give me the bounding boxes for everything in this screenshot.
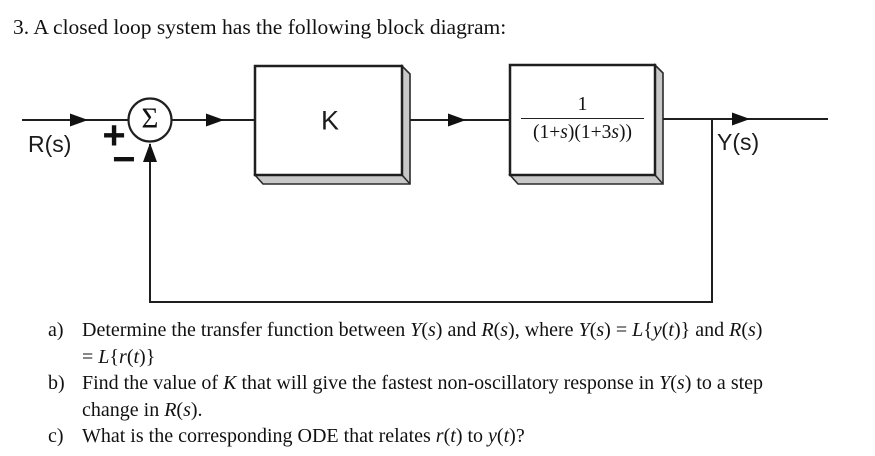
question-a-line-2: = L{r(t)} xyxy=(82,345,156,368)
gain-block-label: K xyxy=(320,105,340,136)
question-c-body: What is the corresponding ODE that relat… xyxy=(82,423,525,450)
page-title: 3. A closed loop system has the followin… xyxy=(13,15,507,39)
input-arrowhead xyxy=(70,113,88,127)
output-arrowhead xyxy=(732,112,750,126)
sigma-symbol: Σ xyxy=(141,102,159,135)
question-c-line-1: What is the corresponding ODE that relat… xyxy=(82,425,525,448)
question-b-line-1: Find the value of K that will give the f… xyxy=(82,372,764,395)
tf-denominator: (1+s)(1+3s)) xyxy=(533,122,632,143)
tf-block-shadow-corner xyxy=(654,174,664,185)
sum-to-gain-arrowhead xyxy=(206,113,224,127)
question-c-label: c) xyxy=(48,425,64,448)
question-c: c) What is the corresponding ODE that re… xyxy=(48,423,763,450)
questions-list: a) Determine the transfer function betwe… xyxy=(48,317,763,450)
gain-block-shadow-corner xyxy=(401,174,411,185)
minus-sign: − xyxy=(112,137,136,182)
question-b-label: b) xyxy=(48,372,65,395)
question-a-body: Determine the transfer function between … xyxy=(82,317,762,370)
feedback-arrowhead xyxy=(143,143,157,162)
transfer-function: 1 (1+s)(1+3s)) xyxy=(521,94,644,144)
gain-block xyxy=(253,64,404,177)
gain-to-tf-arrowhead xyxy=(448,113,466,127)
question-b: b) Find the value of K that will give th… xyxy=(48,370,763,423)
question-b-body: Find the value of K that will give the f… xyxy=(82,370,763,423)
question-b-line-2: change in R(s). xyxy=(82,398,203,421)
feedback-line xyxy=(149,119,713,303)
input-signal-label: R(s) xyxy=(28,131,72,157)
tf-block xyxy=(508,63,657,177)
question-a-label: a) xyxy=(48,319,64,341)
plus-sign: + xyxy=(102,113,126,158)
question-a: a) Determine the transfer function betwe… xyxy=(48,317,763,370)
question-a-line-1: Determine the transfer function between … xyxy=(82,319,763,341)
tf-numerator: 1 xyxy=(521,94,644,119)
output-signal-label: Y(s) xyxy=(717,129,760,155)
